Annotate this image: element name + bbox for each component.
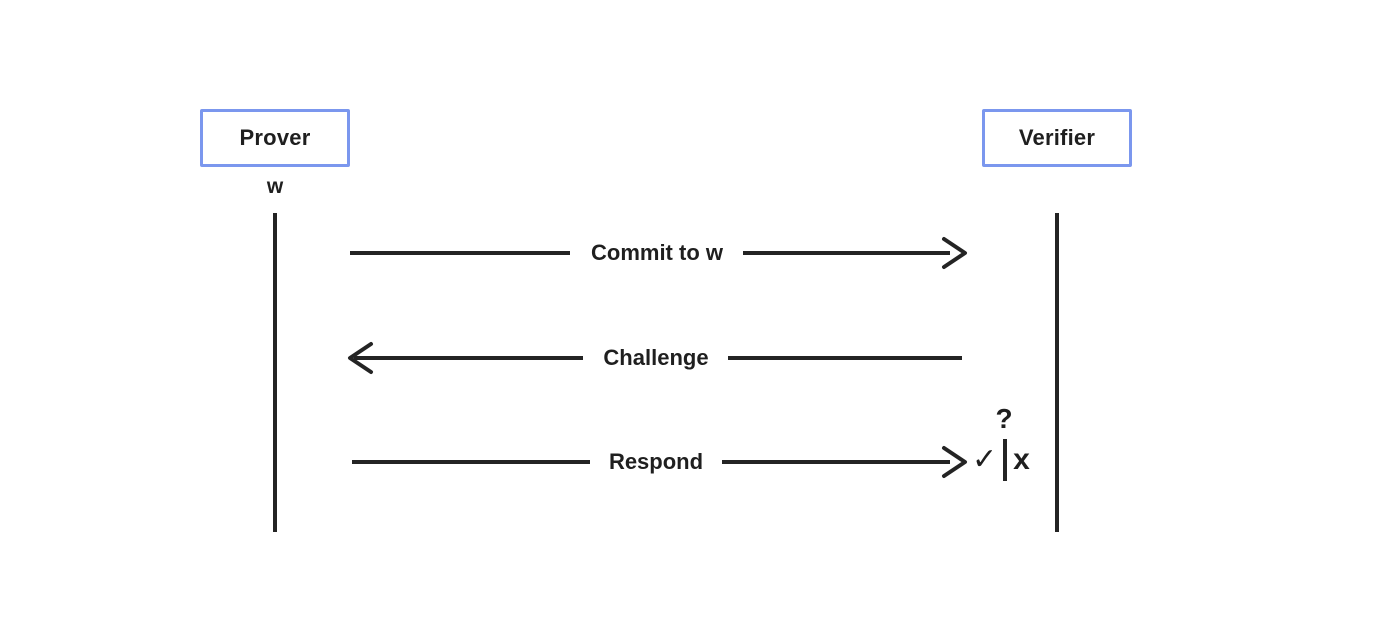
message-label-challenge: Challenge <box>603 345 709 370</box>
check-icon: ✓ <box>972 443 998 476</box>
prover-witness-label: w <box>266 175 284 198</box>
verification-outcome: ? ✓ x <box>972 404 1042 484</box>
commit-arrowhead-right-icon <box>942 237 967 269</box>
verdict-row: ✓ x <box>972 436 1030 484</box>
question-mark: ? <box>995 403 1013 434</box>
verifier-label: Verifier <box>1018 125 1096 150</box>
message-label-commit: Commit to w <box>591 240 723 265</box>
message-label-respond: Respond <box>608 449 704 474</box>
prover-actor-box: Prover <box>200 109 350 167</box>
or-divider-icon <box>1003 439 1008 481</box>
verifier-actor-box: Verifier <box>982 109 1132 167</box>
cross-icon: x <box>1013 443 1030 476</box>
challenge-arrowhead-left-icon <box>348 342 373 374</box>
respond-arrowhead-right-icon <box>942 446 967 478</box>
prover-label: Prover <box>239 125 311 150</box>
